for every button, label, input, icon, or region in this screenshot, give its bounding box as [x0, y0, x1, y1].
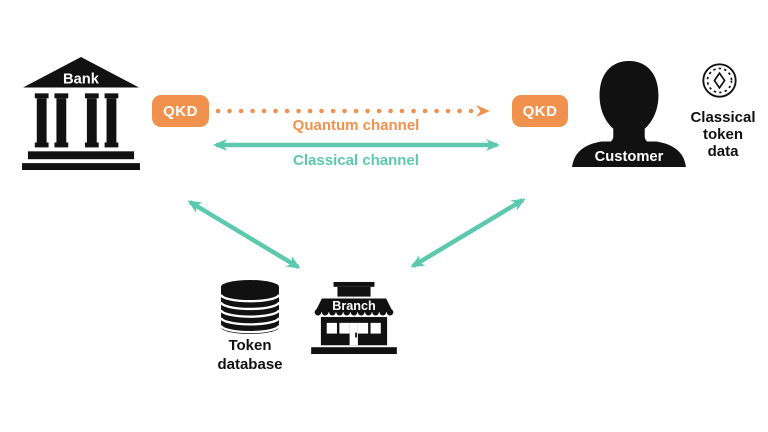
qkd-device-left: QKD [152, 95, 209, 127]
caption-line: Token [228, 337, 272, 354]
customer-branch-arrow [410, 198, 526, 268]
token-database-caption: Token database [205, 336, 295, 374]
caption-line: Classical [690, 109, 756, 126]
caption-line: data [707, 143, 739, 160]
classical-channel-label: Classical channel [293, 152, 419, 169]
bank-branch-arrow [187, 200, 301, 269]
bank-label: Bank [63, 72, 100, 88]
qkd-device-right: QKD [512, 95, 568, 127]
branch-label: Branch [332, 299, 376, 313]
branch-icon: Branch [311, 281, 397, 355]
caption-line: database [217, 356, 283, 373]
quantum-channel-label: Quantum channel [292, 117, 420, 134]
bank-icon: Bank [22, 57, 140, 170]
caption-line: token [702, 126, 743, 143]
customer-icon: Customer [572, 60, 686, 167]
token-coin-icon [702, 63, 737, 98]
database-icon [219, 279, 281, 335]
classical-token-data-caption: Classical token data [678, 109, 768, 160]
customer-label: Customer [595, 149, 664, 165]
